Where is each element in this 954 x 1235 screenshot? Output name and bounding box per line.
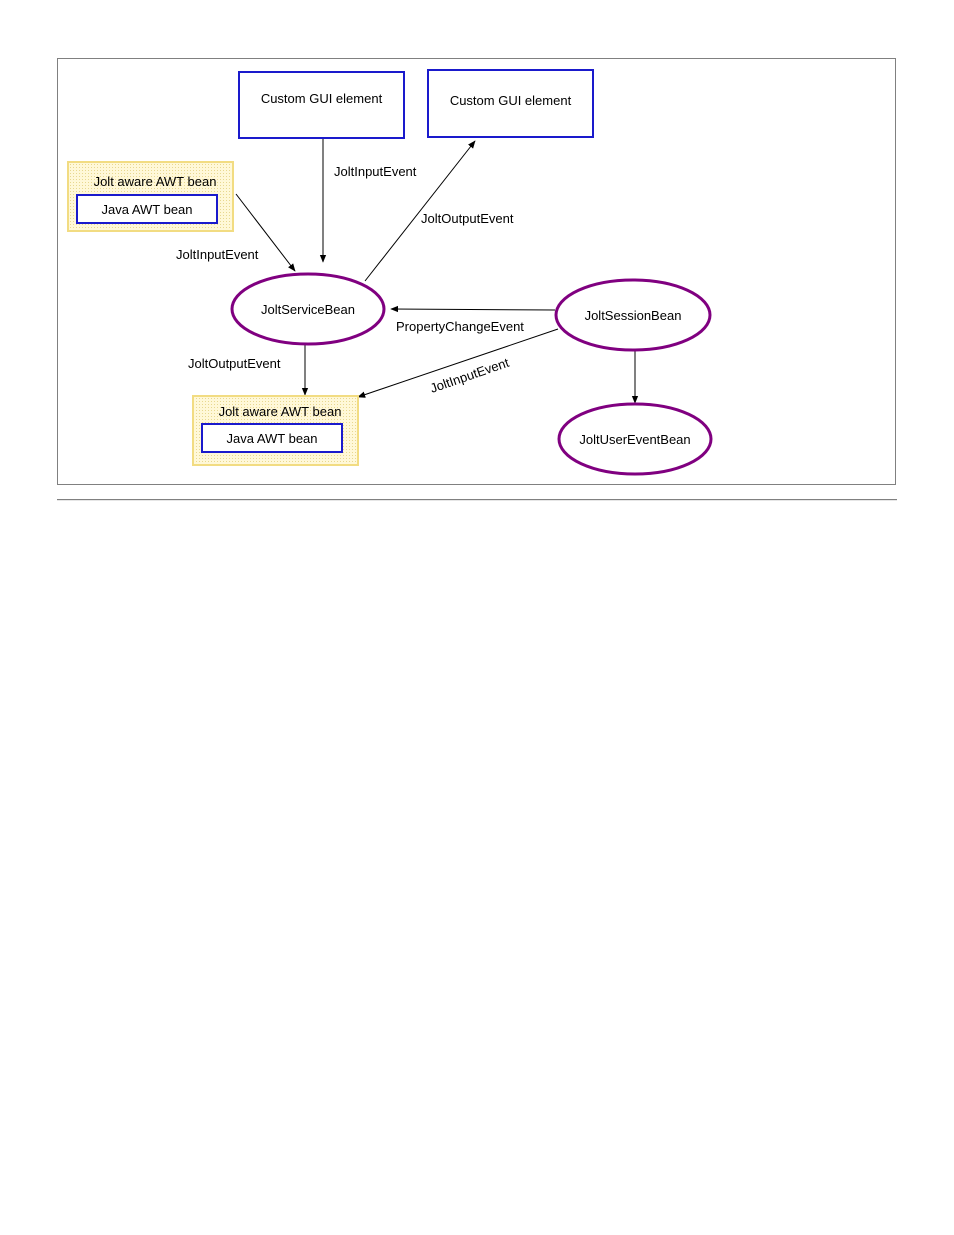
custom-gui-label: Custom GUI element [261, 91, 383, 106]
edge-label-session-to-awt2: JoltInputEvent [428, 355, 511, 396]
custom-gui-box [427, 69, 594, 138]
edge-awt1-to-service [235, 193, 296, 272]
edge-session-to-service [390, 305, 556, 313]
jolt-aware-awt-bean-2: Jolt aware AWT bean Java AWT bean [192, 395, 359, 466]
jolt-user-event-bean: JoltUserEventBean [557, 402, 713, 476]
custom-gui-element-2: Custom GUI element [427, 69, 594, 138]
jolt-service-bean: JoltServiceBean [230, 272, 386, 346]
edge-service-to-gui2 [364, 140, 476, 282]
edge-label-service-to-awt2: JoltOutputEvent [188, 356, 281, 371]
jolt-aware-awt-bean-1: Jolt aware AWT bean Java AWT bean [67, 161, 234, 232]
jolt-session-bean: JoltSessionBean [554, 278, 712, 352]
java-awt-box [201, 423, 343, 453]
jolt-session-bean-label: JoltSessionBean [585, 308, 682, 323]
architecture-diagram: JoltInputEvent JoltOutputEvent JoltInput… [67, 69, 713, 476]
custom-gui-element-1: Custom GUI element [238, 71, 405, 139]
edge-label-service-to-gui2: JoltOutputEvent [421, 211, 514, 226]
jolt-user-event-bean-ellipse [557, 402, 713, 476]
java-awt-label: Java AWT bean [101, 202, 192, 217]
edge-label-gui1-to-service: JoltInputEvent [334, 164, 417, 179]
diagram-frame: JoltInputEvent JoltOutputEvent JoltInput… [57, 58, 896, 485]
edge-label-awt1-to-service: JoltInputEvent [176, 247, 259, 262]
custom-gui-label: Custom GUI element [450, 93, 572, 108]
java-awt-label: Java AWT bean [226, 431, 317, 446]
edge-label-session-to-service: PropertyChangeEvent [396, 319, 524, 334]
jolt-user-event-bean-label: JoltUserEventBean [579, 432, 690, 447]
jolt-aware-label: Jolt aware AWT bean [94, 174, 217, 189]
java-awt-box [76, 194, 218, 224]
horizontal-rule [57, 499, 897, 501]
jolt-session-bean-ellipse [554, 278, 712, 352]
edges [235, 139, 639, 404]
jolt-aware-label: Jolt aware AWT bean [219, 404, 342, 419]
jolt-service-bean-ellipse [230, 272, 386, 346]
jolt-service-bean-label: JoltServiceBean [261, 302, 355, 317]
custom-gui-box [238, 71, 405, 139]
edge-session-to-awt2 [357, 328, 559, 398]
